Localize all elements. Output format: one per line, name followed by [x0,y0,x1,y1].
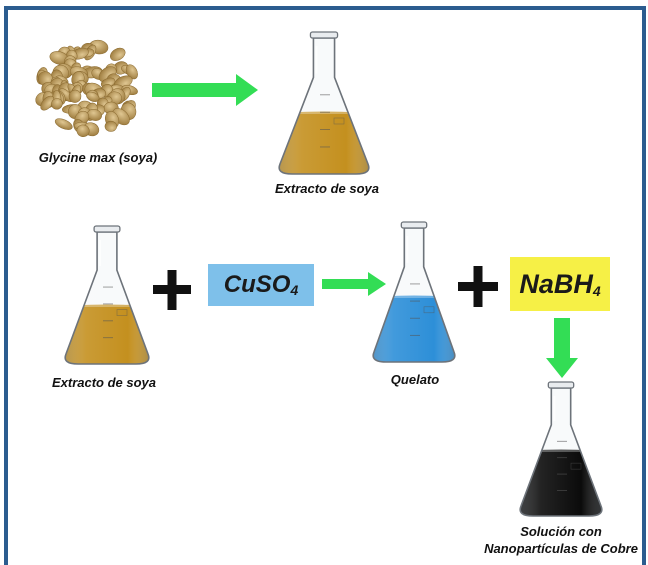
label-soy: Glycine max (soya) [38,150,158,165]
green-arrow-icon [152,74,258,106]
plus-sign-icon [153,270,191,310]
flask-extract-left [64,225,150,365]
flask-extract-top [278,31,370,175]
diagram-frame [4,6,646,565]
arrow-nabh4-to-product [546,318,578,378]
label-extract-top: Extracto de soya [274,181,380,196]
flask-chelate [372,221,456,363]
arrow-cuso4-to-chelate [322,272,386,296]
cuso4-box: CuSO4 [208,264,314,306]
cuso4-formula: CuSO4 [223,271,299,298]
arrow-soy-to-extract [152,74,258,106]
label-product-line1: Solución con [520,524,602,539]
soybean-pile-icon [35,39,138,137]
nabh4-box: NaBH4 [510,257,610,311]
plus-sign-icon [458,266,498,307]
label-product-line2: Nanopartículas de Cobre [484,541,638,556]
green-arrow-icon [322,272,386,296]
green-arrow-icon [546,318,578,378]
label-extract-left: Extracto de soya [51,375,157,390]
flask-product [519,381,603,517]
label-chelate: Quelato [390,372,440,387]
nabh4-formula: NaBH4 [519,268,601,299]
